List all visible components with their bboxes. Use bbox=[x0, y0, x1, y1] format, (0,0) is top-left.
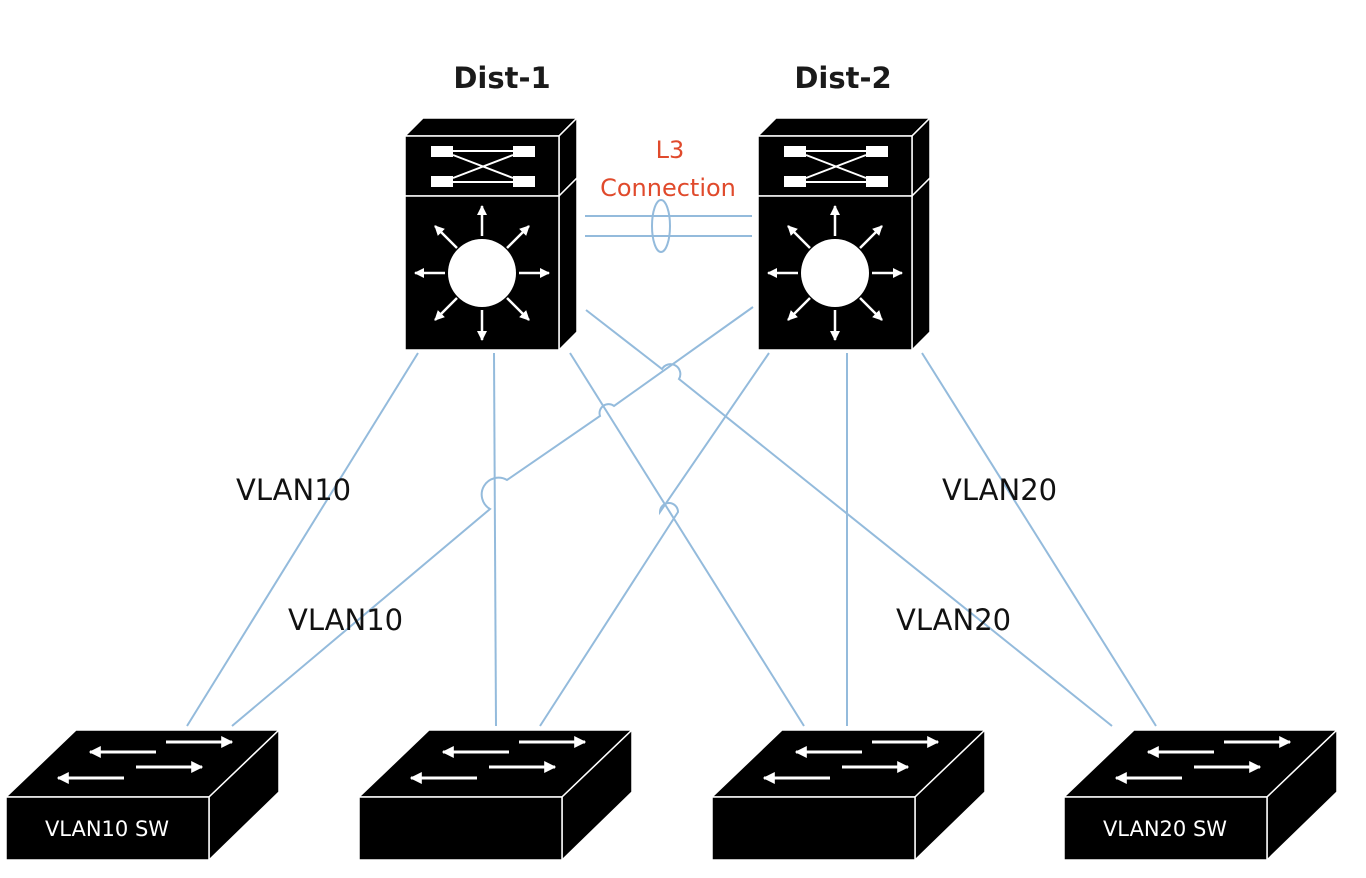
access-switch-1[interactable]: VLAN10 SW bbox=[6, 730, 279, 860]
uplink-dist1-to-sw2 bbox=[493, 352, 497, 727]
access-switch-4-label: VLAN20 SW bbox=[1103, 817, 1227, 841]
l3-connection-links bbox=[585, 199, 752, 253]
dist-switch-2[interactable] bbox=[758, 118, 930, 350]
access-switch-1-label: VLAN10 SW bbox=[45, 817, 169, 841]
layer2-switch-icon bbox=[359, 730, 632, 860]
uplink-dist2-to-sw4 bbox=[921, 352, 1157, 727]
vlan-label-left-lower: VLAN10 bbox=[288, 603, 403, 637]
uplink-dist2-to-sw1 bbox=[231, 306, 754, 727]
vlan-label-right-upper: VLAN20 bbox=[942, 473, 1057, 507]
vlan-label-left-upper: VLAN10 bbox=[236, 473, 351, 507]
dist-switch-1[interactable] bbox=[405, 118, 577, 350]
uplink-lines bbox=[186, 306, 1157, 727]
layer2-switch-icon bbox=[712, 730, 985, 860]
access-switch-4[interactable]: VLAN20 SW bbox=[1064, 730, 1337, 860]
access-switch-2[interactable] bbox=[359, 730, 632, 860]
uplink-dist2-to-sw2 bbox=[539, 352, 770, 727]
access-switch-3[interactable] bbox=[712, 730, 985, 860]
layer3-switch-icon bbox=[758, 118, 930, 350]
uplink-dist1-to-sw3 bbox=[569, 352, 805, 727]
uplink-dist1-to-sw4 bbox=[585, 309, 1113, 727]
layer3-switch-icon bbox=[405, 118, 577, 350]
l3-label-line1: L3 bbox=[656, 136, 685, 164]
l3-label-line2: Connection bbox=[600, 174, 736, 202]
uplink-dist1-to-sw1 bbox=[186, 352, 419, 727]
vlan-label-right-lower: VLAN20 bbox=[896, 603, 1011, 637]
dist-1-label: Dist-1 bbox=[453, 61, 550, 95]
dist-2-label: Dist-2 bbox=[794, 61, 891, 95]
